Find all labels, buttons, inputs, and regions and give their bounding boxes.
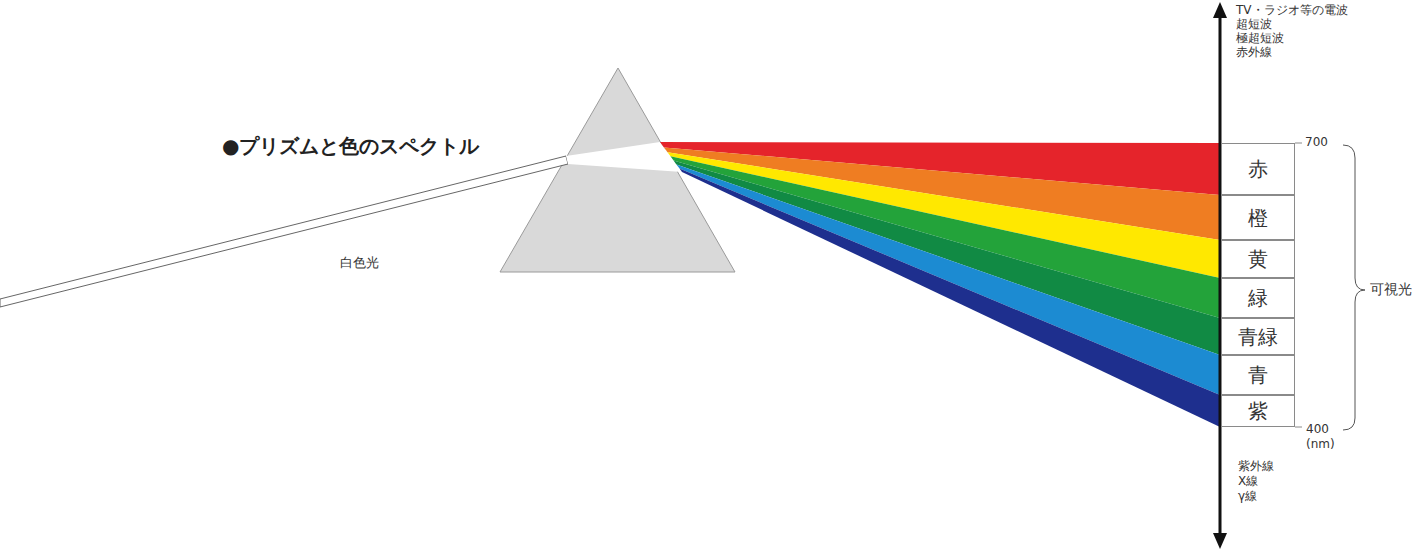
annotation-label: γ線 <box>1238 490 1257 504</box>
annotation-label: 可視光 <box>1370 281 1412 297</box>
color-name: 赤 <box>1248 158 1268 180</box>
annotation-label: 白色光 <box>340 256 379 271</box>
color-cell: 赤 <box>1221 143 1295 195</box>
annotation-label: 紫外線 <box>1238 460 1274 474</box>
color-cell: 橙 <box>1221 195 1295 240</box>
color-cell: 緑 <box>1221 278 1295 318</box>
color-cell: 青緑 <box>1221 318 1295 355</box>
color-name: 橙 <box>1248 207 1268 229</box>
tick <box>1295 143 1302 144</box>
spectrum-bands <box>660 142 1220 427</box>
annotation-label: TV・ラジオ等の電波 <box>1236 4 1348 18</box>
color-name: 青 <box>1248 364 1268 386</box>
annotation-label: 赤外線 <box>1236 46 1272 60</box>
arrow-down <box>1213 533 1227 549</box>
color-cell: 青 <box>1221 355 1295 395</box>
visible-brace <box>1343 145 1365 430</box>
white-light-beam <box>0 156 568 307</box>
color-name: 緑 <box>1248 287 1268 309</box>
annotation-label: 400 <box>1306 423 1329 437</box>
annotation-label: X線 <box>1238 475 1258 489</box>
annotation-label: (nm) <box>1306 438 1335 452</box>
spectrum-band <box>680 169 1220 427</box>
color-name: 紫 <box>1248 400 1268 422</box>
diagram-title: ●プリズムと色のスペクトル <box>222 133 479 160</box>
arrow-up <box>1213 2 1227 18</box>
color-cell: 紫 <box>1221 395 1295 427</box>
tick <box>1295 427 1302 428</box>
color-cell: 黄 <box>1221 240 1295 278</box>
spectrum-band <box>676 164 1220 395</box>
color-name: 黄 <box>1248 248 1268 270</box>
spectrum-band <box>674 160 1220 355</box>
annotation-label: 700 <box>1305 136 1328 150</box>
annotation-label: 極超短波 <box>1236 32 1284 46</box>
annotation-label: 超短波 <box>1236 18 1272 32</box>
color-name: 青緑 <box>1238 326 1278 348</box>
